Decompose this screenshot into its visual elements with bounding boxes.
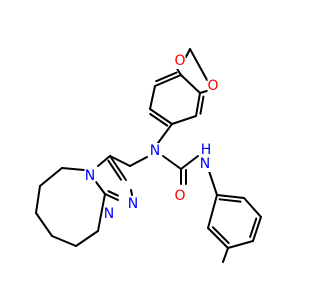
bond (109, 155, 131, 167)
bond (95, 181, 106, 195)
bond (157, 123, 173, 144)
bond (149, 108, 173, 125)
double-bond-line (199, 95, 205, 115)
atom-o1: O (174, 53, 186, 69)
double-bond-line (218, 198, 242, 203)
atom-label-n3: N (104, 206, 114, 222)
bond (61, 167, 85, 171)
bond (109, 155, 127, 181)
bond (129, 156, 148, 167)
bond (97, 193, 106, 232)
atom-o2: O (207, 78, 219, 94)
bond (189, 48, 208, 81)
atom-label-o1: O (174, 53, 185, 69)
atom-nh-nitrogen: N (199, 156, 211, 172)
atom-label-o3: O (174, 188, 185, 204)
atom-o3: O (174, 188, 186, 204)
double-bond-line (155, 71, 178, 83)
bond (130, 189, 133, 196)
bond (97, 155, 111, 167)
bond (207, 194, 218, 229)
bond (252, 216, 262, 242)
atom-n4: N (127, 196, 139, 212)
bond (154, 74, 182, 87)
atom-n1: N (149, 143, 161, 159)
bond (171, 115, 197, 125)
bond (222, 247, 229, 263)
bonds (35, 48, 262, 263)
double-bond-line (249, 217, 258, 238)
double-bond-line (107, 159, 123, 181)
atom-n3: N (103, 206, 115, 222)
bond (180, 74, 201, 94)
atom-label-h1: H (201, 142, 212, 158)
bond (75, 230, 99, 247)
atom-label-n2: N (85, 168, 95, 184)
bond (51, 235, 77, 247)
bond (35, 212, 53, 237)
atom-label-nh: N (200, 156, 210, 172)
atom-label-n1: N (150, 143, 160, 159)
atom-n2: N (84, 168, 96, 184)
double-bond-line (149, 112, 169, 127)
bond (162, 155, 182, 170)
bond (243, 197, 262, 218)
bond (195, 92, 201, 117)
atom-label-o2: O (207, 78, 218, 94)
bond (149, 85, 156, 110)
bond (216, 194, 245, 199)
double-bond-line (107, 190, 119, 197)
bond (180, 155, 199, 170)
bond (185, 48, 191, 58)
bond (104, 193, 119, 201)
double-bond-line (211, 226, 230, 245)
bond (207, 227, 229, 249)
bond (35, 185, 41, 214)
atom-h1: H (200, 142, 212, 158)
atom-label-n4: N (128, 196, 138, 212)
bond (39, 167, 63, 187)
bond (227, 240, 254, 249)
